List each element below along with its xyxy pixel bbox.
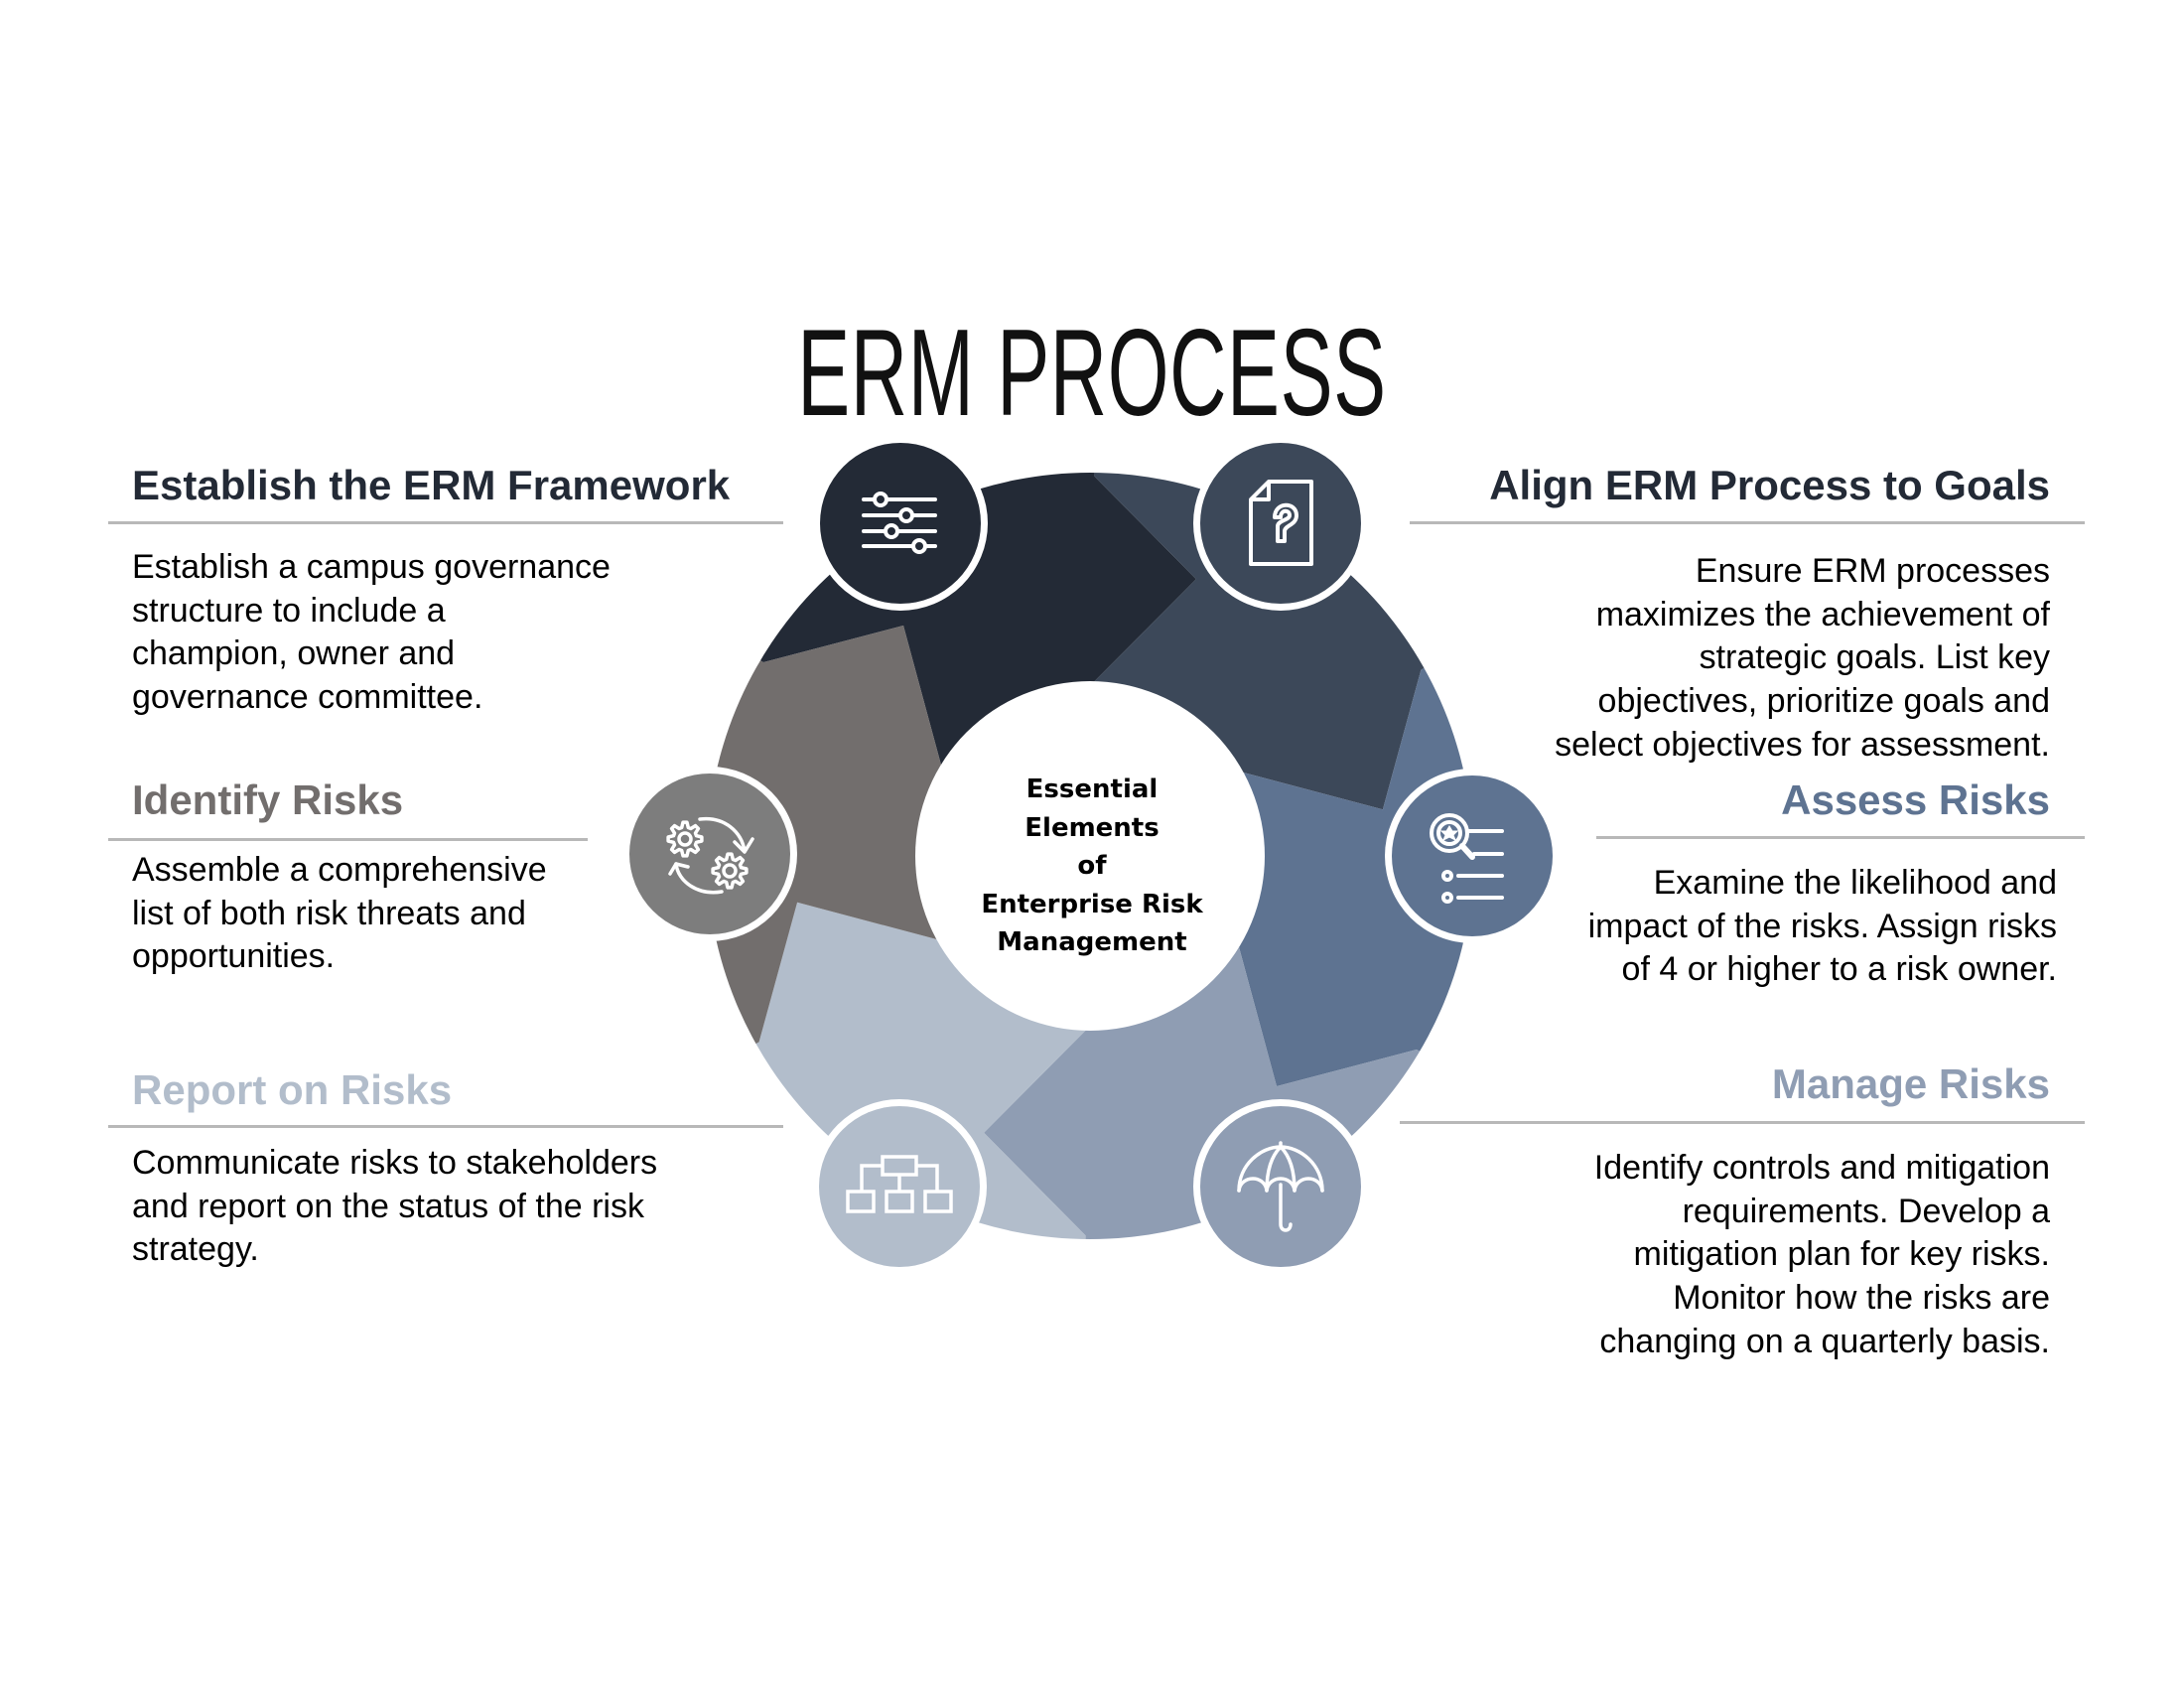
description-line: Identify controls and mitigation	[1593, 1149, 2050, 1187]
description-line: of 4 or higher to a risk owner.	[1621, 950, 2057, 989]
assess-icon-badge[interactable]	[1385, 769, 1560, 943]
identify-divider	[108, 838, 588, 841]
establish-description: Establish a campus governance structure …	[132, 546, 611, 720]
align-heading: Align ERM Process to Goals	[1489, 462, 2050, 508]
umbrella-icon	[1237, 1141, 1324, 1232]
description-line: Assemble a comprehensive	[132, 851, 547, 889]
assess-heading: Assess Risks	[1781, 776, 2050, 823]
description-line: list of both risk threats and	[132, 894, 526, 932]
description-line: champion, owner and	[132, 634, 456, 673]
description-line: Communicate risks to stakeholders	[132, 1144, 658, 1182]
description-line: opportunities.	[132, 937, 336, 976]
manage-description: Identify controls and mitigation require…	[1594, 1147, 2050, 1364]
manage-divider	[1400, 1121, 2085, 1124]
description-line: select objectives for assessment.	[1555, 725, 2050, 764]
report-description: Communicate risks to stakeholders and re…	[132, 1142, 657, 1272]
center-label-line: of	[1077, 851, 1107, 881]
align-icon-badge[interactable]	[1193, 436, 1368, 611]
identify-icon-badge[interactable]	[622, 767, 797, 941]
description-line: Establish a campus governance	[132, 548, 611, 586]
report-icon-badge[interactable]	[812, 1099, 987, 1274]
gear-icon	[711, 852, 749, 890]
report-divider	[108, 1125, 783, 1128]
sliders-icon	[862, 492, 937, 554]
description-line: governance committee.	[132, 678, 483, 717]
identify-heading: Identify Risks	[132, 776, 404, 823]
gears-cycle-icon	[666, 816, 754, 895]
center-label-line: Essential	[1025, 774, 1159, 804]
description-line: Ensure ERM processes	[1695, 552, 2050, 590]
document-question-icon	[1249, 480, 1313, 566]
description-line: impact of the risks. Assign risks	[1587, 907, 2057, 945]
center-label-line: Management	[997, 927, 1187, 957]
description-line: Examine the likelihood and	[1653, 864, 2057, 902]
description-line: requirements. Develop a	[1682, 1192, 2050, 1230]
manage-heading: Manage Risks	[1771, 1060, 2050, 1107]
report-heading: Report on Risks	[132, 1066, 453, 1113]
center-circle	[915, 681, 1265, 1031]
description-line: strategy.	[132, 1230, 259, 1269]
manage-icon-badge[interactable]	[1193, 1099, 1368, 1274]
description-line: structure to include a	[132, 591, 446, 630]
page-title: ERM PROCESS	[797, 305, 1387, 442]
description-line: maximizes the achievement of	[1595, 595, 2050, 633]
gear-icon	[666, 820, 704, 858]
assess-divider	[1596, 836, 2085, 839]
description-line: objectives, prioritize goals and	[1597, 682, 2050, 721]
description-line: strategic goals. List key	[1699, 638, 2050, 677]
org-chart-icon	[846, 1155, 953, 1213]
assess-description: Examine the likelihood and impact of the…	[1588, 862, 2057, 992]
align-divider	[1410, 521, 2085, 524]
description-line: Monitor how the risks are	[1673, 1279, 2050, 1318]
magnifier-checklist-icon	[1430, 813, 1504, 904]
establish-icon-badge[interactable]	[813, 436, 988, 611]
identify-description: Assemble a comprehensive list of both ri…	[132, 849, 547, 979]
center-label-line: Elements	[1024, 812, 1160, 843]
align-description: Ensure ERM processes maximizes the achie…	[1555, 550, 2050, 768]
center-label: Essential Elements of Enterprise Risk Ma…	[943, 771, 1241, 962]
description-line: changing on a quarterly basis.	[1599, 1322, 2050, 1360]
description-line: and report on the status of the risk	[132, 1187, 644, 1225]
establish-heading: Establish the ERM Framework	[132, 462, 731, 508]
establish-divider	[108, 521, 783, 524]
center-label-line: Enterprise Risk	[981, 889, 1203, 919]
description-line: mitigation plan for key risks.	[1633, 1235, 2051, 1274]
